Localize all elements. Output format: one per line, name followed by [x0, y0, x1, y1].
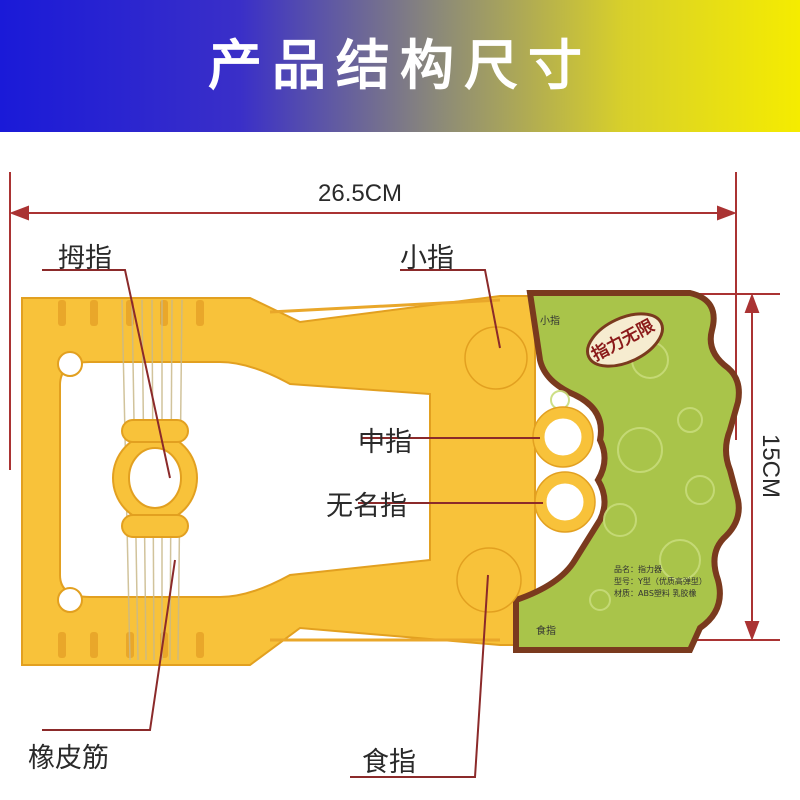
card-line-1: 品名：指力器	[614, 565, 662, 574]
rubber-band-label: 橡皮筋	[28, 743, 109, 774]
finger-rings	[457, 327, 595, 612]
little-finger-label: 小指	[400, 243, 454, 274]
thumb-label: 拇指	[58, 243, 112, 274]
header-banner	[0, 0, 800, 132]
middle-finger-label: 中指	[358, 427, 412, 458]
card-line-2: 型号：Y型（优质高弹型）	[614, 577, 707, 586]
card-corner-bottom: 食指	[536, 626, 556, 637]
leader-lines	[42, 269, 543, 778]
page-title: 产品结构尺寸	[208, 34, 592, 97]
grip-frame	[21, 295, 536, 666]
width-dimension	[9, 172, 737, 470]
index-finger-label: 食指	[362, 747, 416, 778]
card-line-3: 材质：ABS塑料 乳胶橡	[614, 589, 697, 598]
width-label: 26.5CM	[318, 180, 403, 207]
product-card	[513, 290, 742, 653]
height-label: 15CM	[757, 433, 785, 499]
thumb-rest	[112, 419, 198, 538]
card-corner-top: 小指	[540, 316, 560, 327]
ring-finger-label: 无名指	[326, 491, 407, 522]
